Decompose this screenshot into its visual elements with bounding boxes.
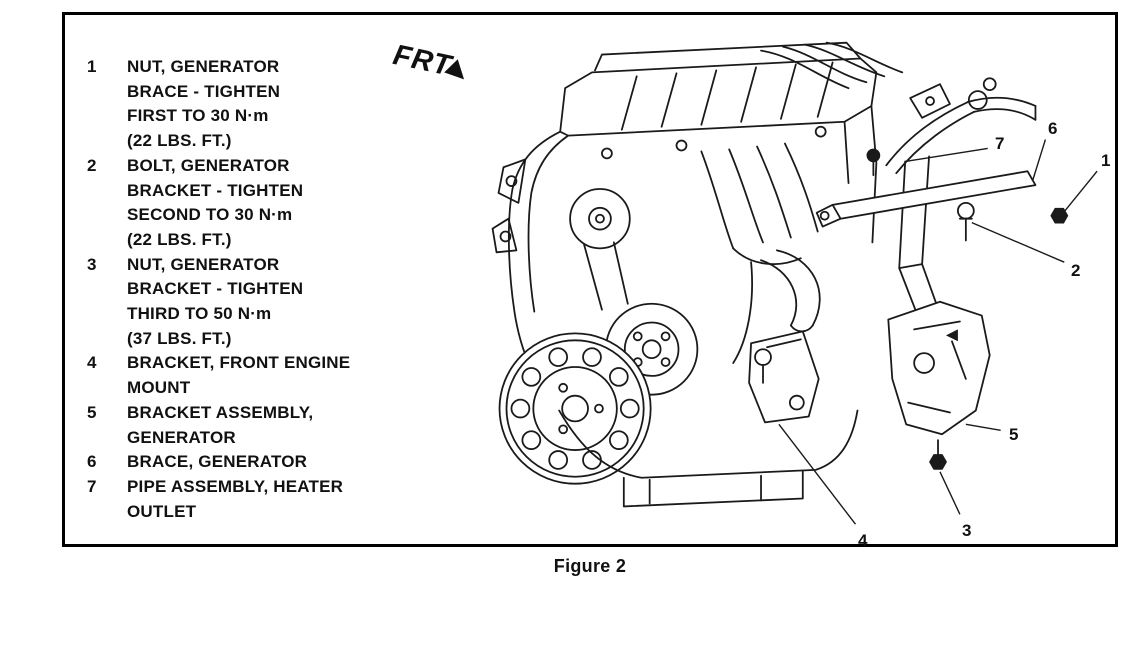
callout-7: 7 bbox=[995, 134, 1005, 153]
callout-3: 3 bbox=[962, 521, 972, 540]
figure-caption: Figure 2 bbox=[553, 556, 627, 576]
legend-item-text: BRACKET ASSEMBLY, GENERATOR bbox=[127, 402, 314, 447]
legend-item-number: 3 bbox=[87, 254, 97, 274]
parts-legend: 1 NUT, GENERATOR BRACE - TIGHTEN FIRST T… bbox=[87, 55, 447, 524]
legend-item-number: 4 bbox=[87, 353, 97, 373]
legend-item-text: NUT, GENERATOR BRACKET - TIGHTEN THIRD T… bbox=[127, 254, 304, 348]
callout-leader-lines bbox=[778, 139, 1098, 525]
callout-5: 5 bbox=[1009, 425, 1019, 444]
callout-4: 4 bbox=[858, 531, 868, 550]
legend-item-text: PIPE ASSEMBLY, HEATER OUTLET bbox=[127, 476, 344, 521]
engine-illustration bbox=[491, 41, 1098, 525]
legend-item-number: 7 bbox=[87, 476, 97, 496]
legend-item-text: BRACKET, FRONT ENGINE MOUNT bbox=[127, 353, 351, 398]
legend-item-number: 5 bbox=[87, 402, 97, 422]
callout-6: 6 bbox=[1048, 119, 1058, 138]
legend-item-number: 6 bbox=[87, 452, 97, 472]
callout-1: 1 bbox=[1101, 151, 1111, 170]
legend-item-number: 2 bbox=[87, 155, 97, 175]
legend-item-number: 1 bbox=[87, 57, 97, 76]
callout-2: 2 bbox=[1071, 261, 1081, 280]
figure-inner: 1 NUT, GENERATOR BRACE - TIGHTEN FIRST T… bbox=[65, 15, 1115, 550]
figure-box: 1 NUT, GENERATOR BRACE - TIGHTEN FIRST T… bbox=[62, 12, 1118, 550]
legend-item-text: NUT, GENERATOR BRACE - TIGHTEN FIRST TO … bbox=[127, 57, 281, 151]
legend-item-text: BRACE, GENERATOR bbox=[127, 452, 308, 472]
legend-item-text: BOLT, GENERATOR BRACKET - TIGHTEN SECOND… bbox=[127, 155, 304, 249]
